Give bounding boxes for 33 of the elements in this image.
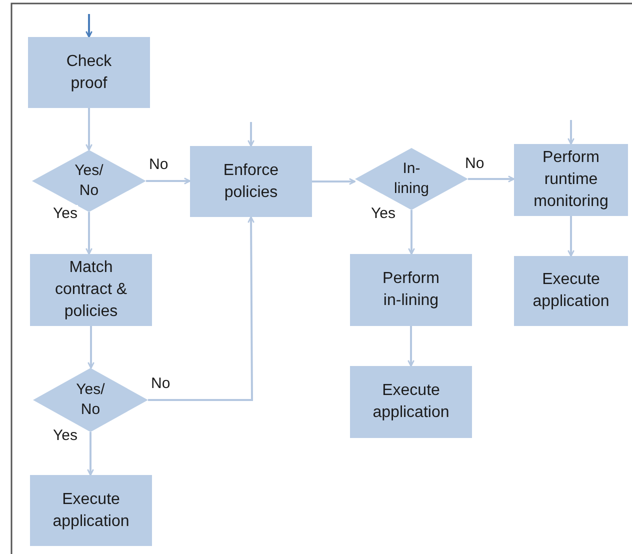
process-box <box>30 254 152 326</box>
arrow <box>408 210 415 255</box>
process-box <box>350 366 472 438</box>
arrow <box>86 14 92 38</box>
arrow <box>408 326 414 367</box>
arrow <box>87 432 94 476</box>
arrow <box>248 122 254 147</box>
node-text: Execute application <box>532 270 610 312</box>
process-box <box>190 146 312 217</box>
process-box <box>514 144 628 216</box>
process-box <box>30 475 152 546</box>
node-text: In- lining <box>392 159 430 199</box>
process-box <box>28 37 150 108</box>
arrow <box>148 216 255 401</box>
node-text: Perform in-lining <box>382 269 440 311</box>
node-text: Perform runtime monitoring <box>532 148 610 212</box>
arrow <box>468 176 515 182</box>
node-text: Enforce policies <box>222 160 280 202</box>
arrow <box>86 212 92 255</box>
arrow <box>88 326 94 369</box>
arrow <box>312 178 356 185</box>
process-box <box>514 256 628 326</box>
arrow <box>568 120 574 145</box>
process-box <box>350 254 472 326</box>
arrow <box>86 108 92 151</box>
node-text: Execute application <box>372 381 450 423</box>
node-text: Check proof <box>65 52 113 94</box>
node-text: Match contract & policies <box>54 258 128 322</box>
arrow <box>146 178 191 184</box>
node-text: Execute application <box>52 490 130 532</box>
arrow <box>568 216 574 257</box>
node-text: Yes/ No <box>74 161 104 201</box>
node-text: Yes/ No <box>75 380 106 420</box>
